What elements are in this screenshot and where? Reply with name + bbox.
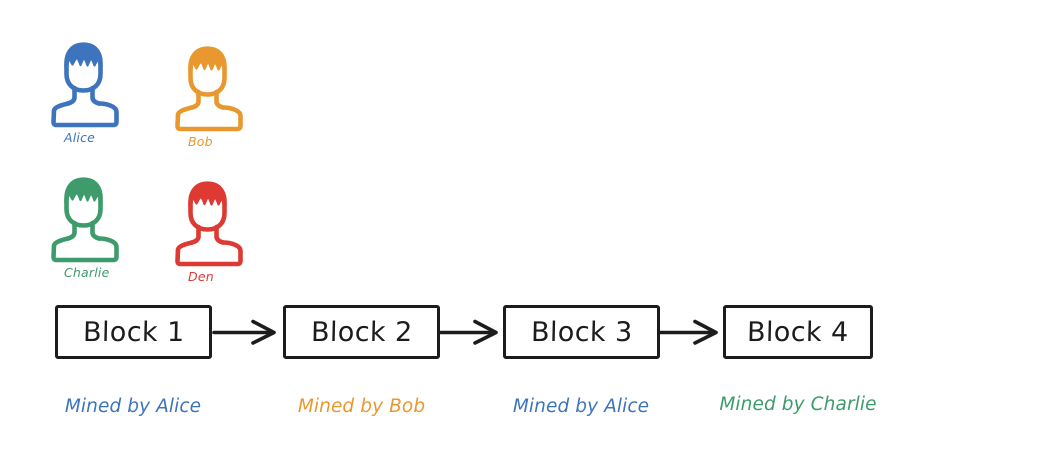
participant-name-label: Den <box>188 269 214 284</box>
person-avatar-icon <box>44 168 140 264</box>
block-miner-caption: Mined by Charlie <box>719 394 877 415</box>
participant-name-label: Charlie <box>64 265 110 280</box>
block-miner-caption: Mined by Bob <box>297 396 426 417</box>
participant-name-label: Bob <box>188 134 213 149</box>
participant-avatar-den: Den <box>168 172 264 290</box>
participant-name-label: Alice <box>64 130 96 145</box>
block-label: Block 1 <box>82 316 185 348</box>
participant-avatar-alice: Alice <box>44 33 140 151</box>
arrow-right-icon <box>659 316 725 348</box>
participant-avatar-bob: Bob <box>168 37 264 155</box>
block-miner-caption: Mined by Alice <box>512 396 650 417</box>
arrow-right-icon <box>212 316 284 348</box>
person-avatar-icon <box>168 172 264 268</box>
blockchain-block[interactable]: Block 2 <box>283 305 440 359</box>
blockchain-block[interactable]: Block 4 <box>723 305 873 359</box>
block-label: Block 3 <box>530 316 633 348</box>
participant-avatar-charlie: Charlie <box>44 168 140 286</box>
block-label: Block 2 <box>310 316 413 348</box>
blockchain-block[interactable]: Block 3 <box>503 305 660 359</box>
person-avatar-icon <box>168 37 264 133</box>
blockchain-block[interactable]: Block 1 <box>55 305 212 359</box>
arrow-right-icon <box>439 316 505 348</box>
block-miner-caption: Mined by Alice <box>64 396 202 417</box>
block-label: Block 4 <box>746 316 850 348</box>
person-avatar-icon <box>44 33 140 129</box>
